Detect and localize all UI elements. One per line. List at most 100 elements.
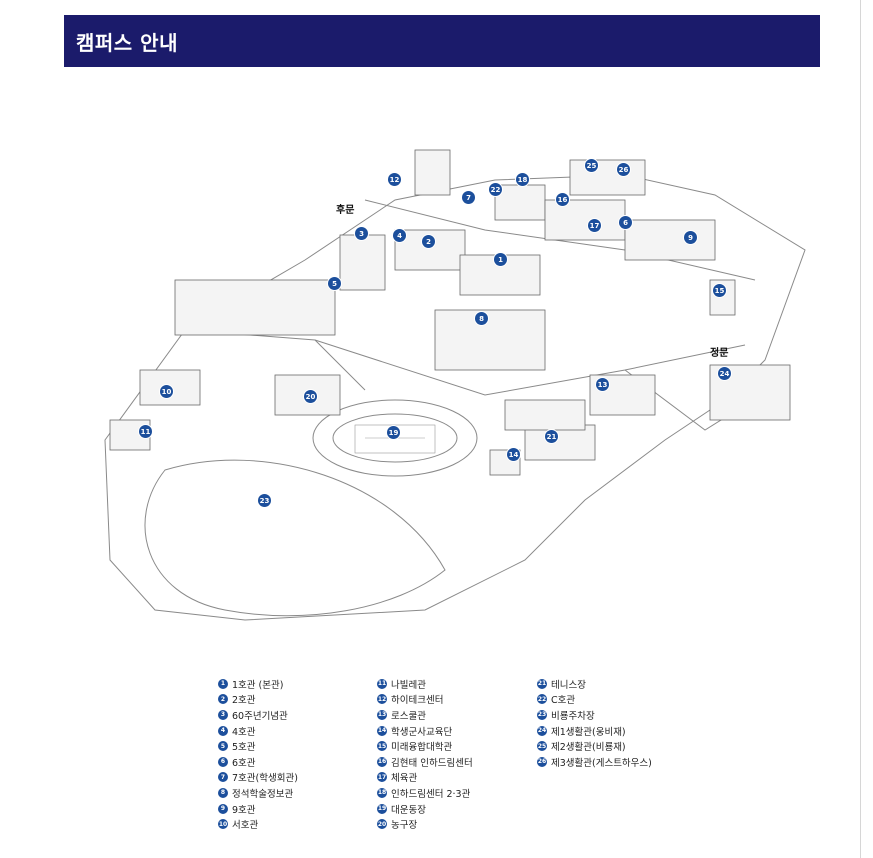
map-marker-7[interactable]: 7 bbox=[462, 191, 475, 204]
legend-label: 체육관 bbox=[391, 773, 418, 785]
page-title: 캠퍼스 안내 bbox=[76, 30, 178, 55]
legend-item: 14 학생군사교육단 bbox=[377, 723, 473, 739]
legend-marker: 13 bbox=[377, 709, 387, 720]
parking-lot-outline bbox=[144, 459, 446, 617]
legend-label: 제2생활관(비룡재) bbox=[551, 742, 626, 754]
track-outline bbox=[312, 399, 478, 477]
map-marker-3[interactable]: 3 bbox=[355, 227, 368, 240]
legend-marker: 6 bbox=[218, 756, 228, 767]
building-dorm-26-block bbox=[569, 159, 646, 196]
legend-marker: 20 bbox=[377, 819, 387, 830]
legend-label: C호관 bbox=[551, 695, 576, 707]
legend-item: 5 5호관 bbox=[218, 738, 298, 754]
legend-label: 6호관 bbox=[232, 757, 256, 769]
map-marker-23[interactable]: 23 bbox=[258, 494, 271, 507]
map-marker-13[interactable]: 13 bbox=[596, 378, 609, 391]
legend-label: 4호관 bbox=[232, 726, 256, 738]
legend-item: 25 제2생활관(비룡재) bbox=[537, 738, 652, 754]
legend-marker: 21 bbox=[537, 678, 547, 689]
map-marker-9[interactable]: 9 bbox=[684, 231, 697, 244]
legend-item: 13 로스쿨관 bbox=[377, 707, 473, 723]
map-marker-25[interactable]: 25 bbox=[585, 159, 598, 172]
building-library-block bbox=[434, 309, 546, 371]
road-main bbox=[314, 339, 746, 396]
map-marker-16[interactable]: 16 bbox=[556, 193, 569, 206]
map-marker-18[interactable]: 18 bbox=[516, 173, 529, 186]
legend-label: 1호관 (본관) bbox=[232, 679, 284, 691]
map-marker-12[interactable]: 12 bbox=[388, 173, 401, 186]
main-gate-label: 정문 bbox=[710, 348, 729, 359]
back-gate-label: 후문 bbox=[336, 205, 355, 216]
campus-map-drawing bbox=[104, 149, 806, 621]
track-inner-outline bbox=[332, 413, 458, 463]
legend-marker: 15 bbox=[377, 741, 387, 752]
legend-label: 대운동장 bbox=[391, 804, 426, 816]
map-marker-4[interactable]: 4 bbox=[393, 229, 406, 242]
building-hightech-block bbox=[414, 149, 451, 196]
legend-item: 1 1호관 (본관) bbox=[218, 676, 298, 692]
legend-marker: 14 bbox=[377, 725, 387, 736]
map-marker-6[interactable]: 6 bbox=[619, 216, 632, 229]
building-c-block bbox=[494, 184, 546, 221]
map-marker-14[interactable]: 14 bbox=[507, 448, 520, 461]
legend-label: 정석학술정보관 bbox=[232, 788, 294, 800]
legend-marker: 26 bbox=[537, 756, 547, 767]
right-border-rail bbox=[860, 0, 861, 858]
legend-item: 8 정석학술정보관 bbox=[218, 785, 298, 801]
map-marker-17[interactable]: 17 bbox=[588, 219, 601, 232]
legend-marker: 25 bbox=[537, 741, 547, 752]
building-6-block bbox=[624, 219, 716, 261]
map-marker-22[interactable]: 22 bbox=[489, 183, 502, 196]
dorm-24-block bbox=[709, 364, 791, 421]
map-marker-26[interactable]: 26 bbox=[617, 163, 630, 176]
legend-marker: 22 bbox=[537, 694, 547, 705]
legend-label: 로스쿨관 bbox=[391, 710, 426, 722]
legend-label: 학생군사교육단 bbox=[391, 726, 453, 738]
map-marker-1[interactable]: 1 bbox=[494, 253, 507, 266]
legend-label: 비룡주차장 bbox=[551, 710, 595, 722]
legend-marker: 5 bbox=[218, 741, 228, 752]
legend-marker: 9 bbox=[218, 803, 228, 814]
legend-marker: 17 bbox=[377, 772, 387, 783]
map-marker-15[interactable]: 15 bbox=[713, 284, 726, 297]
legend-marker: 1 bbox=[218, 678, 228, 689]
legend-marker: 12 bbox=[377, 694, 387, 705]
building-60th-block bbox=[339, 234, 386, 291]
building-gym-block bbox=[544, 199, 626, 241]
legend-item: 20 농구장 bbox=[377, 816, 473, 832]
map-marker-20[interactable]: 20 bbox=[304, 390, 317, 403]
tennis-court-block bbox=[524, 424, 596, 461]
legend-label: 60주년기념관 bbox=[232, 710, 288, 722]
legend-marker: 8 bbox=[218, 787, 228, 798]
map-marker-2[interactable]: 2 bbox=[422, 235, 435, 248]
legend-marker: 7 bbox=[218, 772, 228, 783]
legend-marker: 16 bbox=[377, 756, 387, 767]
map-marker-10[interactable]: 10 bbox=[160, 385, 173, 398]
map-marker-21[interactable]: 21 bbox=[545, 430, 558, 443]
map-marker-11[interactable]: 11 bbox=[139, 425, 152, 438]
map-marker-24[interactable]: 24 bbox=[718, 367, 731, 380]
legend-label: 제1생활관(웅비재) bbox=[551, 726, 626, 738]
building-stadium-stand bbox=[504, 399, 586, 431]
legend-label: 농구장 bbox=[391, 820, 418, 832]
legend-item: 17 체육관 bbox=[377, 770, 473, 786]
legend-label: 5호관 bbox=[232, 742, 256, 754]
legend-item: 26 제3생활관(게스트하우스) bbox=[537, 754, 652, 770]
map-marker-5[interactable]: 5 bbox=[328, 277, 341, 290]
legend-label: 제3생활관(게스트하우스) bbox=[551, 757, 652, 769]
map-marker-8[interactable]: 8 bbox=[475, 312, 488, 325]
building-seoho-block bbox=[139, 369, 201, 406]
legend-label: 하이테크센터 bbox=[391, 695, 444, 707]
map-marker-19[interactable]: 19 bbox=[387, 426, 400, 439]
